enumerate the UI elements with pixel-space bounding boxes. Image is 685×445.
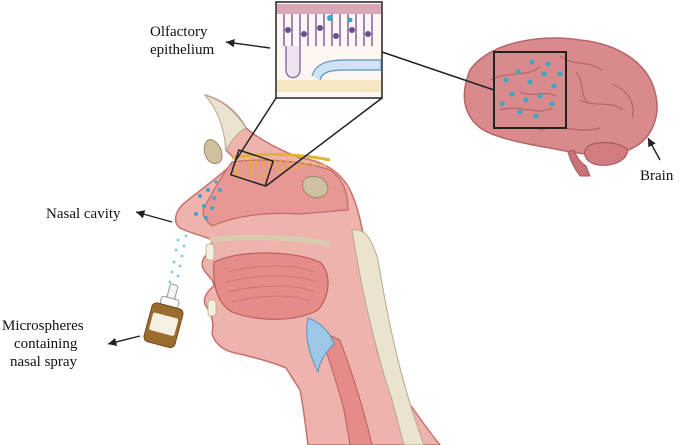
olfactory-axon-bundle	[311, 59, 382, 81]
lower-tooth	[207, 299, 217, 317]
nasal-spray-bottle-icon	[143, 283, 184, 349]
olfactory-gland	[285, 46, 301, 79]
spray-label-line1: Microspheres	[2, 318, 84, 334]
frontal-sinus	[203, 139, 223, 164]
brain	[463, 37, 658, 177]
brain-connector	[381, 51, 495, 91]
epithelium-inset	[275, 1, 383, 99]
trachea	[317, 329, 373, 445]
skull-bone	[203, 94, 247, 152]
olfactory-label-line2: epithelium	[150, 42, 214, 58]
spray-label-line2: containing	[14, 336, 78, 352]
cerebrum	[463, 37, 658, 156]
tongue-stripes	[225, 265, 317, 303]
olfactory-label-line1: Olfactory	[150, 24, 208, 40]
nasal-microspheres	[194, 180, 222, 220]
upper-tooth	[205, 243, 215, 261]
brain-microspheres	[499, 59, 563, 119]
microsphere-dot-icon	[503, 77, 509, 83]
arrow-icon	[225, 38, 271, 49]
olfactory-nerve-fibres	[235, 157, 327, 183]
sphenoid-sinus	[302, 175, 329, 199]
microsphere-dot-icon	[327, 15, 333, 21]
brainstem	[567, 149, 591, 177]
arrow-icon	[135, 210, 173, 223]
airway-blue	[306, 317, 335, 374]
magnify-box-icon	[229, 149, 275, 187]
zoom-connectors	[229, 97, 383, 187]
palate	[209, 234, 331, 247]
cervical-spine	[351, 229, 425, 445]
arrow-icon	[647, 137, 661, 161]
arrow-icon	[107, 335, 141, 347]
brain-label: Brain	[640, 168, 674, 184]
label-arrows	[107, 38, 661, 347]
cerebellum	[584, 141, 629, 166]
head-section	[168, 94, 441, 445]
nasal-cavity-label: Nasal cavity	[46, 206, 121, 222]
microsphere-dot-icon	[198, 194, 202, 198]
cribriform-plate	[231, 152, 331, 162]
spray-mist	[168, 234, 188, 284]
spray-label-line3: nasal spray	[10, 354, 78, 370]
